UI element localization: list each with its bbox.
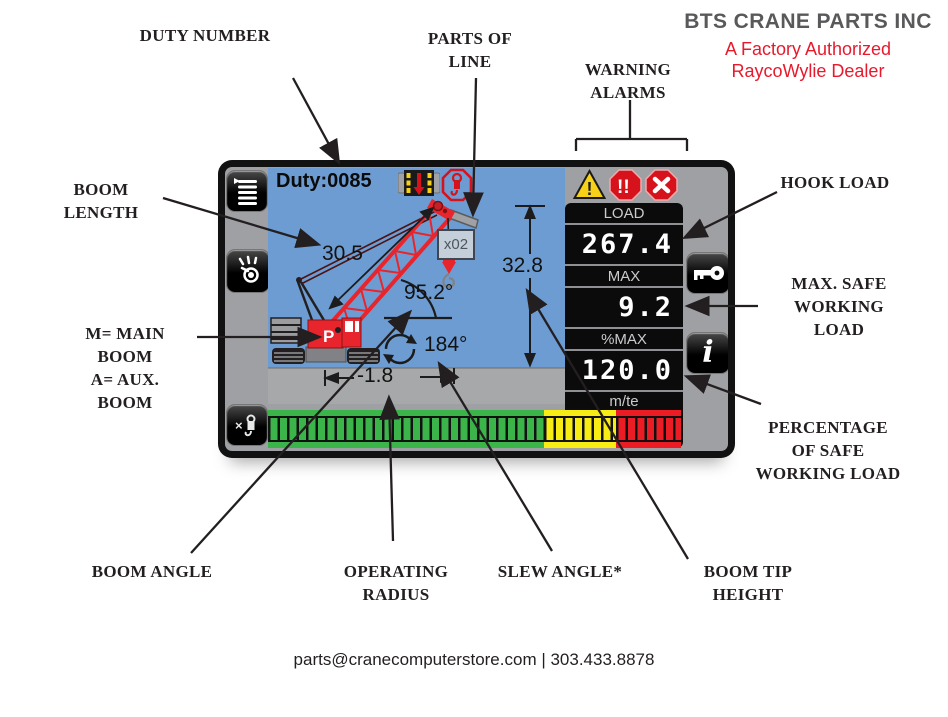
callout-boom-tip-height: BOOM TIP HEIGHT: [703, 562, 793, 604]
callout-duty-number: DUTY NUMBER: [139, 26, 271, 45]
brand-tagline: A Factory Authorized RaycoWylie Dealer: [676, 38, 940, 82]
callout-operating-radius: OPERATING RADIUS: [343, 562, 449, 604]
bar-green-segment: [268, 410, 544, 448]
load-percent-bar: [268, 410, 681, 448]
operating-radius-value: -1.8: [357, 364, 394, 387]
crane-display: ×: [218, 160, 735, 458]
anti-two-block-icon: [441, 168, 473, 202]
boom-angle-value: 95.2°: [404, 281, 454, 304]
display-screen: ×: [225, 167, 728, 451]
max-value: 9.2: [565, 288, 683, 329]
info-button[interactable]: i: [686, 332, 728, 374]
callout-warning-alarms: WARNING ALARMS: [584, 60, 672, 102]
menu-icon: [234, 178, 257, 205]
callout-parts-of-line: PARTS OF LINE: [427, 29, 513, 71]
backlight-icon: [238, 255, 259, 283]
pct-max-value: 120.0: [565, 351, 683, 392]
svg-text:P: P: [323, 327, 334, 346]
key-button[interactable]: [686, 252, 728, 294]
hoist-bypass-button[interactable]: ×: [226, 404, 268, 446]
brand-name: BTS CRANE PARTS INC: [684, 10, 932, 33]
callout-hook-load: HOOK LOAD: [780, 173, 890, 192]
load-label: LOAD: [565, 203, 683, 225]
double-exclamation-alarm-icon: !!: [609, 169, 642, 201]
units-label: m/te: [609, 392, 639, 410]
parts-of-line-indicator: x02: [437, 229, 475, 260]
svg-text:×: ×: [235, 418, 243, 433]
warning-alarm-icons: ! !!: [573, 169, 678, 201]
outrigger-status-icon: [398, 170, 440, 196]
callout-slew-angle: SLEW ANGLE*: [497, 562, 623, 581]
tagline-line-1: A Factory Authorized: [724, 39, 892, 59]
brand-block: BTS CRANE PARTS INC A Factory Authorized…: [676, 10, 940, 82]
pct-max-label: %MAX: [565, 329, 683, 351]
footer-contact: parts@cranecomputerstore.com | 303.433.8…: [293, 650, 655, 669]
crane-scene: P: [268, 168, 565, 404]
boom-length-value: 30.5: [322, 242, 363, 265]
callout-boom-angle: BOOM ANGLE: [91, 562, 213, 581]
info-icon: i: [702, 335, 714, 370]
bar-yellow-segment: [543, 410, 616, 448]
bar-red-segment: [615, 410, 681, 448]
hook-bypass-icon: ×: [235, 414, 256, 437]
callout-percentage-of-safe-working-load: PERCENTAGE OF SAFE WORKING LOAD: [755, 418, 901, 483]
slew-angle-value: 184°: [424, 333, 468, 356]
warning-triangle-icon: !: [573, 169, 606, 199]
stop-x-icon: [645, 169, 678, 201]
svg-text:!!: !!: [617, 177, 630, 198]
menu-button[interactable]: [226, 170, 268, 212]
callout-max-safe-working-load: MAX. SAFE WORKING LOAD: [791, 274, 887, 339]
callout-main-aux-boom: M= MAIN BOOM A= AUX. BOOM: [85, 324, 165, 412]
backlight-button[interactable]: [226, 249, 270, 293]
callout-boom-length: BOOM LENGTH: [63, 180, 139, 222]
tagline-line-2: RaycoWylie Dealer: [731, 61, 885, 81]
svg-text:!: !: [587, 179, 593, 199]
duty-number-value: Duty:0085: [276, 170, 372, 192]
boom-tip-height-value: 32.8: [500, 254, 545, 278]
load-value: 267.4: [565, 225, 683, 266]
max-label: MAX: [565, 266, 683, 288]
key-icon: [694, 266, 724, 280]
